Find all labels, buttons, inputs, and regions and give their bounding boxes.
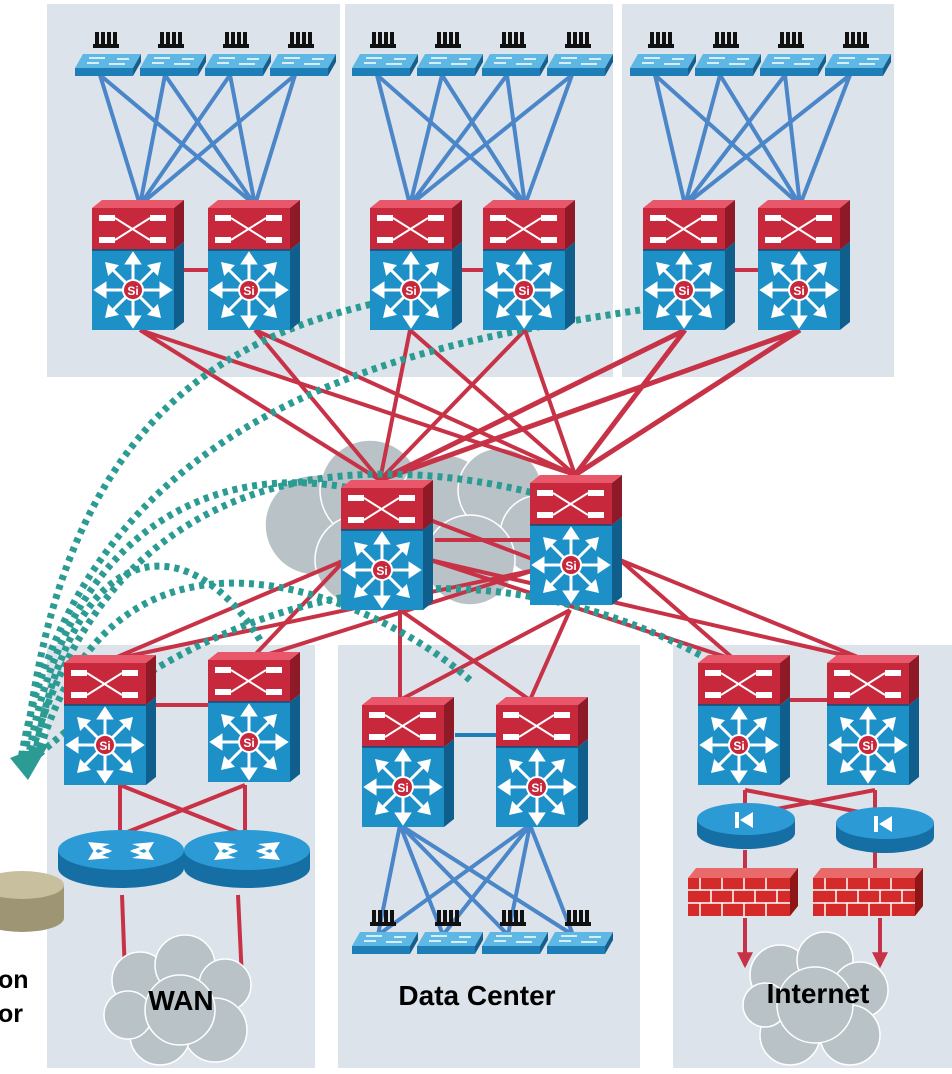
storage-label-line2: or <box>0 1000 23 1028</box>
multilayer-switch-icon <box>90 198 186 332</box>
load-balancer-icon <box>836 807 934 853</box>
core-links <box>109 268 877 870</box>
data-center-label: Data Center <box>398 980 555 1011</box>
multilayer-switch-icon <box>368 198 464 332</box>
multilayer-switch-icon <box>481 198 577 332</box>
load-balancer-icon <box>697 803 795 849</box>
storage-disk-icon <box>0 871 64 932</box>
multilayer-switch-icon <box>494 695 590 829</box>
firewall-icon <box>687 867 799 917</box>
cloud-icon <box>103 934 252 1066</box>
multilayer-switch-icon <box>756 198 852 332</box>
multilayer-switch-icon <box>206 198 302 332</box>
flow-arrowhead <box>10 742 50 780</box>
multilayer-switch-icon <box>825 653 921 787</box>
multilayer-switch-icon <box>360 695 456 829</box>
multilayer-switch-icon <box>339 478 435 612</box>
router-icon <box>58 830 184 888</box>
storage-label-line1: on <box>0 966 29 994</box>
internet-label: Internet <box>767 978 870 1009</box>
multilayer-switch-icon <box>62 653 158 787</box>
multilayer-switch-icon <box>528 473 624 607</box>
multilayer-switch-icon <box>641 198 737 332</box>
firewall-icon <box>812 867 924 917</box>
access-links <box>98 73 852 937</box>
wan-label: WAN <box>148 985 213 1016</box>
multilayer-switch-icon <box>696 653 792 787</box>
cloud-icon <box>742 931 889 1066</box>
multilayer-switch-icon <box>206 650 302 784</box>
router-icon <box>184 830 310 888</box>
